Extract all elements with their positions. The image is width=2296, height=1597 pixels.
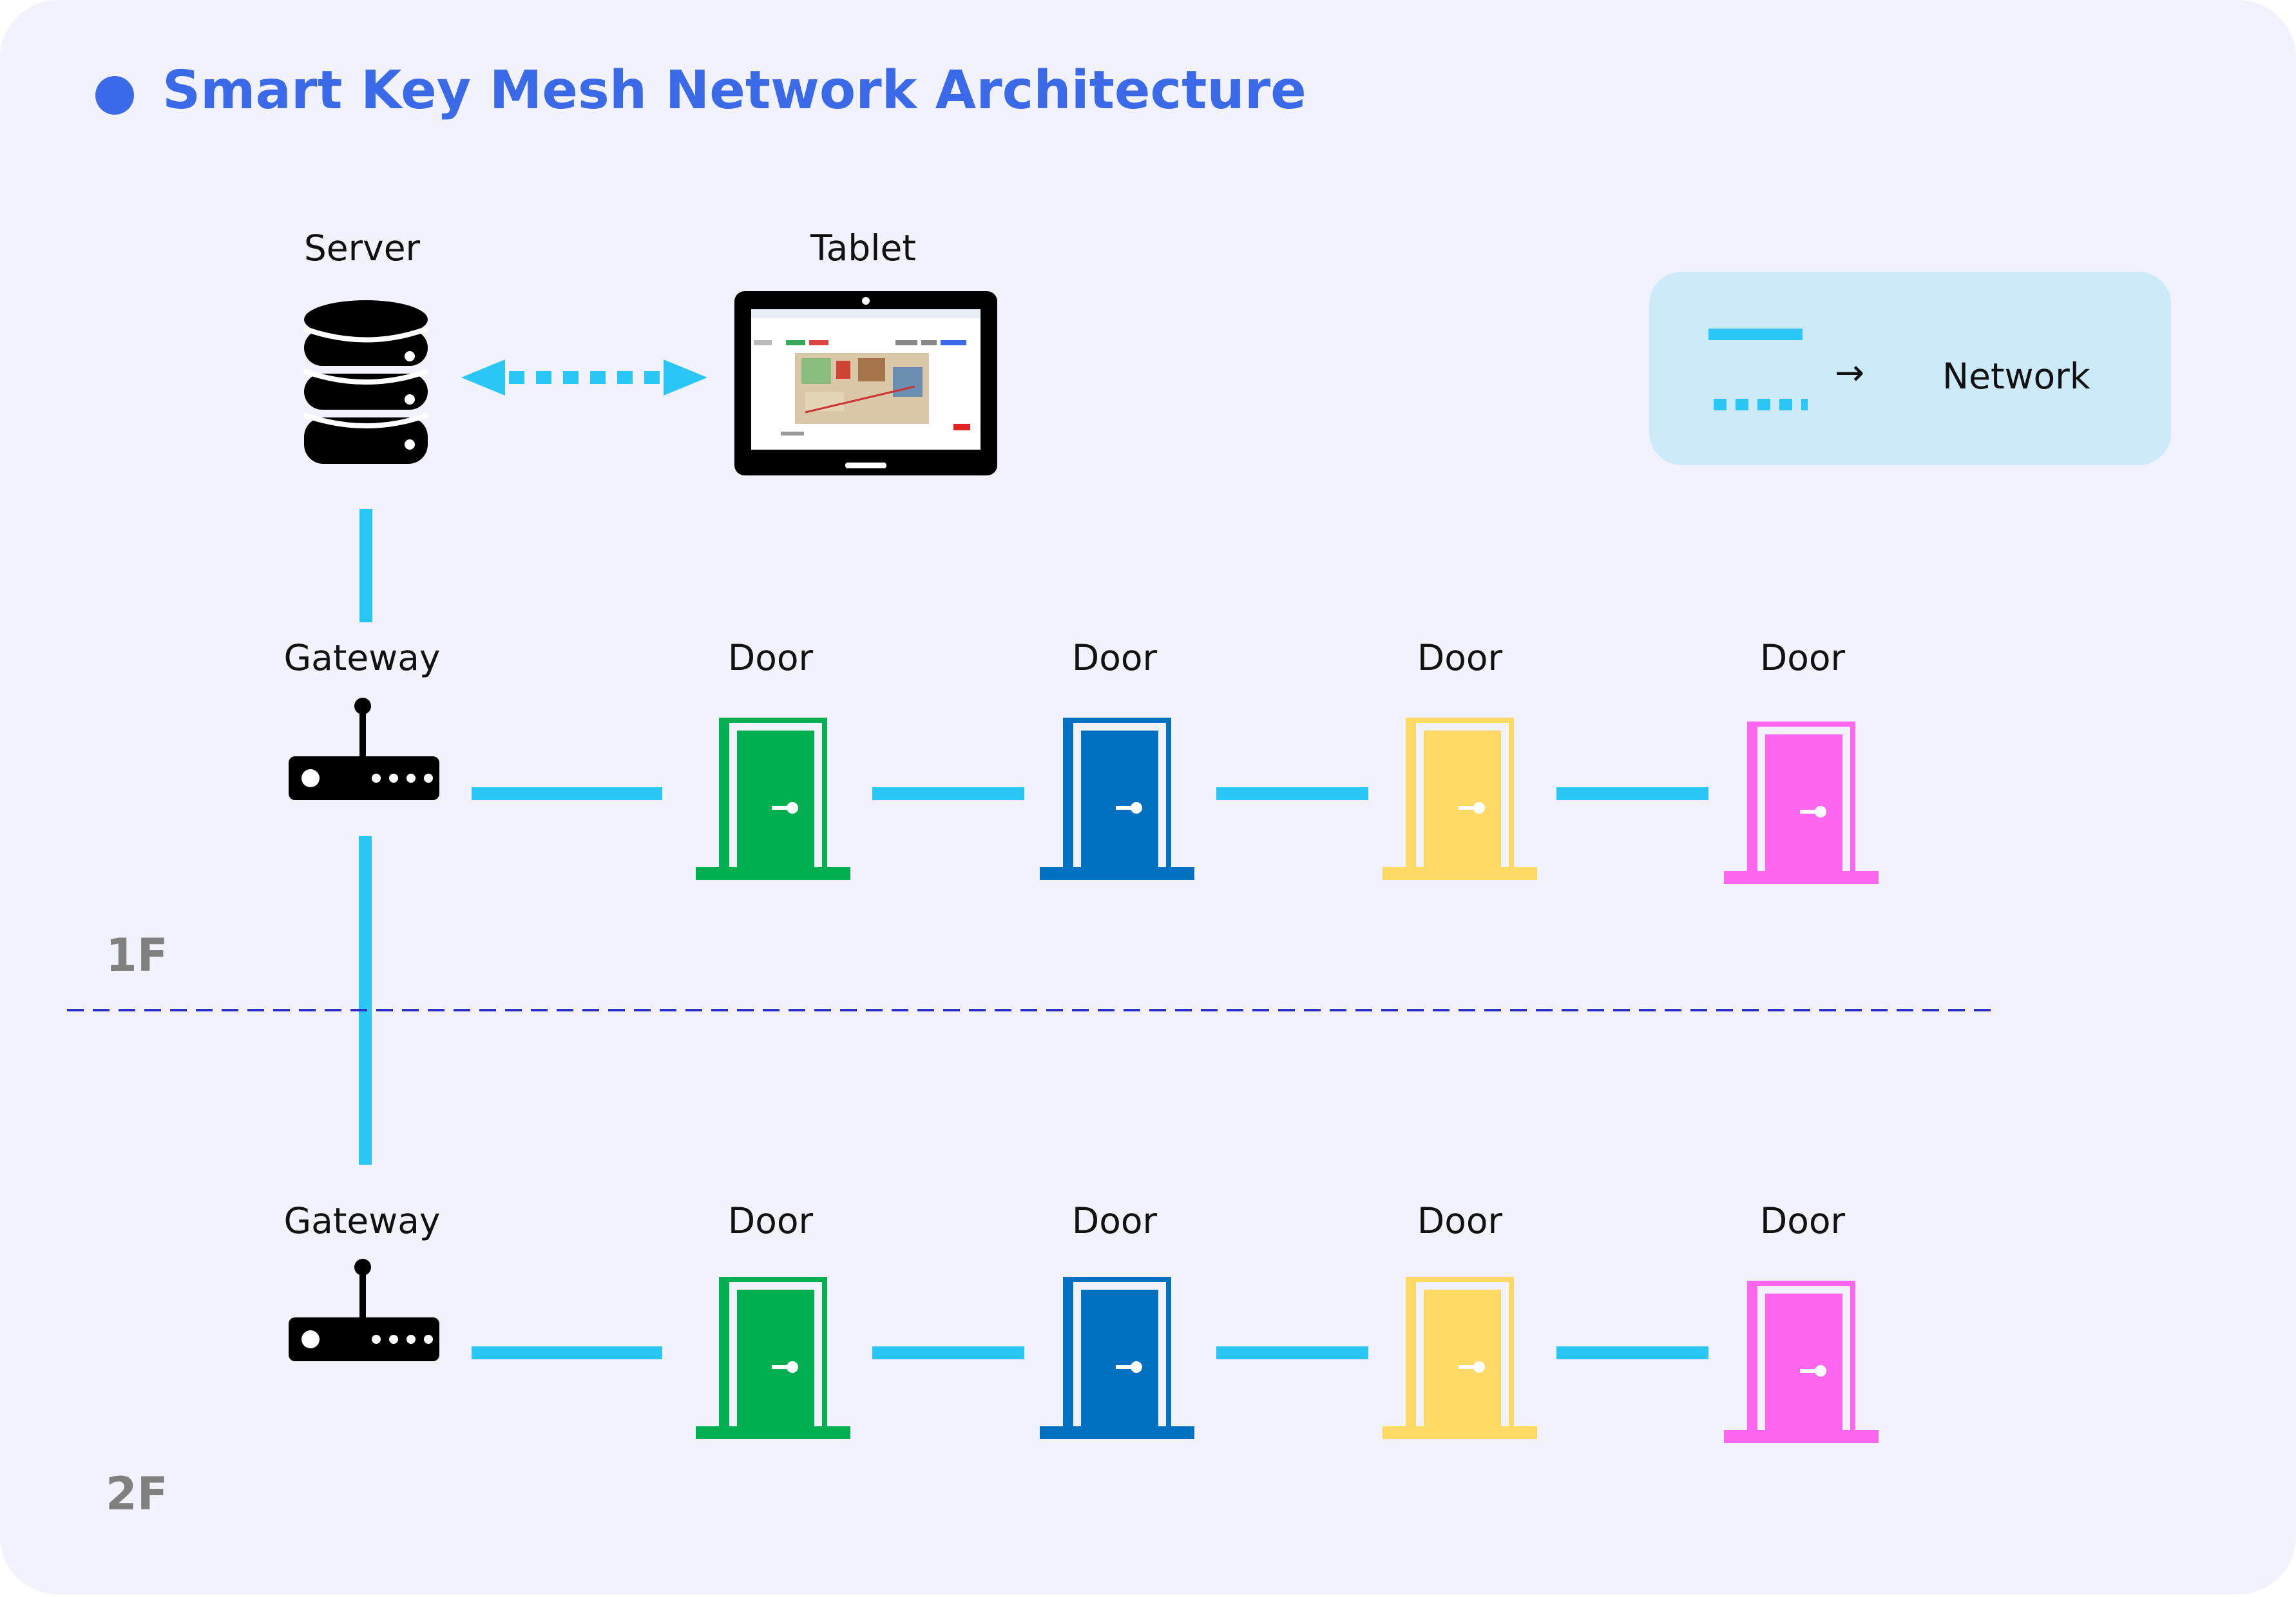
network-link (1216, 787, 1368, 800)
gateway-label: Gateway (283, 637, 441, 678)
door-label: Door (1071, 637, 1158, 678)
legend-label: Network (1942, 356, 2090, 397)
gateway-1f-2f-link (359, 836, 372, 1165)
network-link (472, 1346, 662, 1359)
server-tablet-wireless-link (461, 359, 707, 396)
door-label: Door (727, 637, 814, 678)
door-icon (696, 1277, 850, 1439)
network-link (472, 787, 662, 800)
server-label: Server (303, 227, 421, 269)
title-bullet (95, 76, 134, 115)
network-link (1216, 1346, 1368, 1359)
door-icon (1382, 718, 1537, 880)
door-label: Door (1071, 1200, 1158, 1241)
legend-box (1649, 272, 2171, 465)
door-icon (1382, 1277, 1537, 1439)
network-link (872, 787, 1024, 800)
page-title: Smart Key Mesh Network Architecture (162, 60, 1306, 121)
door-label: Door (1759, 637, 1846, 678)
server-gateway-link (359, 509, 372, 622)
door-label: Door (1417, 1200, 1503, 1241)
database-icon (303, 300, 429, 464)
door-label: Door (1759, 1200, 1846, 1241)
door-icon (1040, 718, 1194, 880)
tablet-icon (734, 291, 997, 475)
floor-label-2f: 2F (106, 1468, 168, 1520)
legend-arrow: → (1835, 352, 1865, 393)
door-icon (1724, 1281, 1879, 1443)
floor-2f-row (289, 1259, 1879, 1443)
network-link (1556, 787, 1708, 800)
door-label: Door (727, 1200, 814, 1241)
floor-label-1f: 1F (106, 929, 168, 982)
network-link (1556, 1346, 1708, 1359)
gateway-label: Gateway (283, 1200, 441, 1241)
door-label: Door (1417, 637, 1503, 678)
tablet-label: Tablet (810, 227, 916, 269)
door-icon (1724, 722, 1879, 884)
floor-1f-row (289, 698, 1879, 884)
network-link (872, 1346, 1024, 1359)
legend-solid-line (1708, 329, 1803, 340)
door-icon (1040, 1277, 1194, 1439)
door-icon (696, 718, 850, 880)
